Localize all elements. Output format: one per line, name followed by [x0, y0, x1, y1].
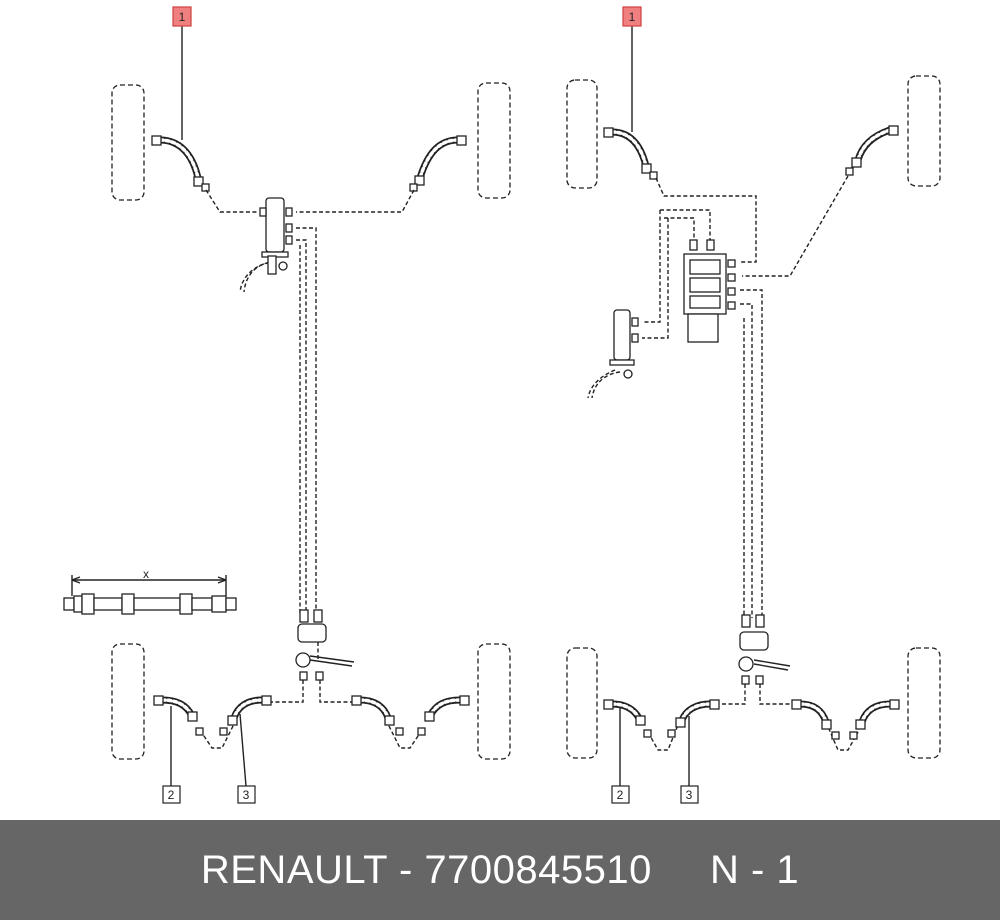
front-left-tire: [111, 84, 145, 201]
right-layout: [566, 75, 941, 759]
callout-3-right[interactable]: 3: [680, 716, 699, 804]
callout-1-left[interactable]: 1: [172, 6, 192, 140]
callout-1-right[interactable]: 1: [622, 6, 642, 132]
callout-3-left[interactable]: 3: [237, 713, 256, 804]
rear-valve-left: [295, 609, 355, 681]
footer-bar: RENAULT - 7700845510 N - 1: [0, 820, 1000, 920]
front-left-hose-2: [603, 127, 658, 180]
rear-left-hose-inner-2: [667, 699, 720, 738]
svg-text:2: 2: [168, 788, 175, 802]
front-right-tire-2: [907, 75, 941, 187]
rear-right-hose-inner: [351, 695, 404, 736]
abs-block: [683, 239, 736, 343]
front-right-hose-2: [845, 125, 899, 176]
front-right-hose: [409, 135, 467, 192]
brake-line-diagram: x 1 1 2 3: [63, 6, 941, 804]
rear-right-hose-outer: [417, 695, 470, 736]
front-left-hose: [151, 135, 210, 192]
rear-right-hose-outer-2: [849, 699, 900, 740]
svg-text:1: 1: [179, 10, 186, 24]
callout-2-right[interactable]: 2: [611, 708, 630, 804]
master-cylinder-right: [587, 309, 639, 399]
callouts: 1 1 2 3 2 3: [162, 6, 699, 804]
master-cylinder-left: [239, 197, 293, 293]
left-layout: [111, 82, 511, 760]
rear-left-tire: [111, 643, 145, 760]
dimension-label: x: [143, 567, 149, 581]
svg-text:1: 1: [629, 10, 636, 24]
rear-valve-right: [738, 614, 791, 685]
hose-dimension-detail: x: [63, 567, 237, 615]
rear-left-hose-inner: [219, 695, 272, 736]
rear-right-hose-inner-2: [791, 699, 840, 740]
rear-left-hose-outer: [153, 695, 204, 736]
front-right-tire: [477, 82, 511, 199]
rear-right-tire: [477, 643, 511, 760]
rear-left-tire-2: [566, 647, 598, 759]
svg-text:2: 2: [617, 788, 624, 802]
callout-2-left[interactable]: 2: [162, 706, 181, 804]
svg-text:3: 3: [243, 788, 250, 802]
front-left-tire-2: [566, 79, 598, 189]
svg-text:3: 3: [686, 788, 693, 802]
part-number-caption: RENAULT - 7700845510 N - 1: [200, 847, 800, 892]
rear-left-hose-outer-2: [603, 699, 652, 738]
rear-right-tire-2: [907, 647, 941, 759]
